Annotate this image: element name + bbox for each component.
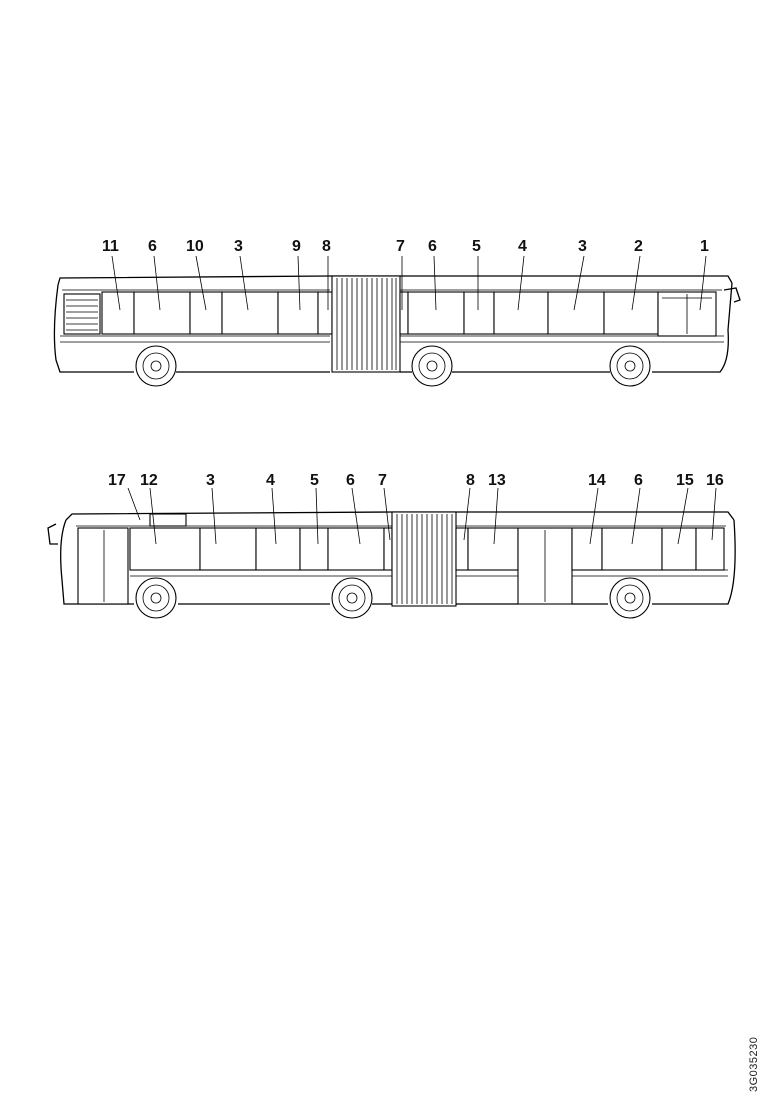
callout-top-7: 7 [396,238,405,255]
callout-top-9: 5 [472,238,481,255]
wheel-front-bottom [135,577,177,619]
callout-top-1: 11 [102,238,119,255]
wheel-middle-bottom [331,577,373,619]
callout-top-8: 6 [428,238,437,255]
callout-bottom-6: 6 [346,472,355,489]
callout-bottom-8: 8 [466,472,475,489]
callout-bottom-5: 5 [310,472,319,489]
callout-top-4: 3 [234,238,243,255]
callout-bottom-13: 16 [706,472,724,489]
callout-bottom-12: 15 [676,472,694,489]
callout-bottom-2: 12 [140,472,158,489]
callout-top-6: 8 [322,238,331,255]
callout-top-2: 6 [148,238,157,255]
callout-bottom-4: 4 [266,472,275,489]
wheel-middle-top [411,345,453,387]
callout-bottom-3: 3 [206,472,215,489]
callout-bottom-10: 14 [588,472,606,489]
callout-top-11: 3 [578,238,587,255]
callout-top-12: 2 [634,238,643,255]
callout-bottom-9: 13 [488,472,506,489]
callout-bottom-1: 17 [108,472,126,489]
callout-top-10: 4 [518,238,527,255]
wheel-rear-bottom [609,577,651,619]
callout-top-5: 9 [292,238,301,255]
wheel-front-top [609,345,651,387]
callout-top-13: 1 [700,238,709,255]
callout-top-3: 10 [186,238,204,255]
bus-view-bottom: 17 12 3 4 5 6 7 8 13 14 6 15 16 [47,472,736,619]
callout-bottom-11: 6 [634,472,643,489]
wheel-rear-top [135,345,177,387]
bus-view-top: 11 6 10 3 9 8 7 6 5 4 3 2 1 [53,238,741,387]
figure-reference-code: 3G035230 [748,1036,760,1092]
callout-bottom-7: 7 [378,472,387,489]
